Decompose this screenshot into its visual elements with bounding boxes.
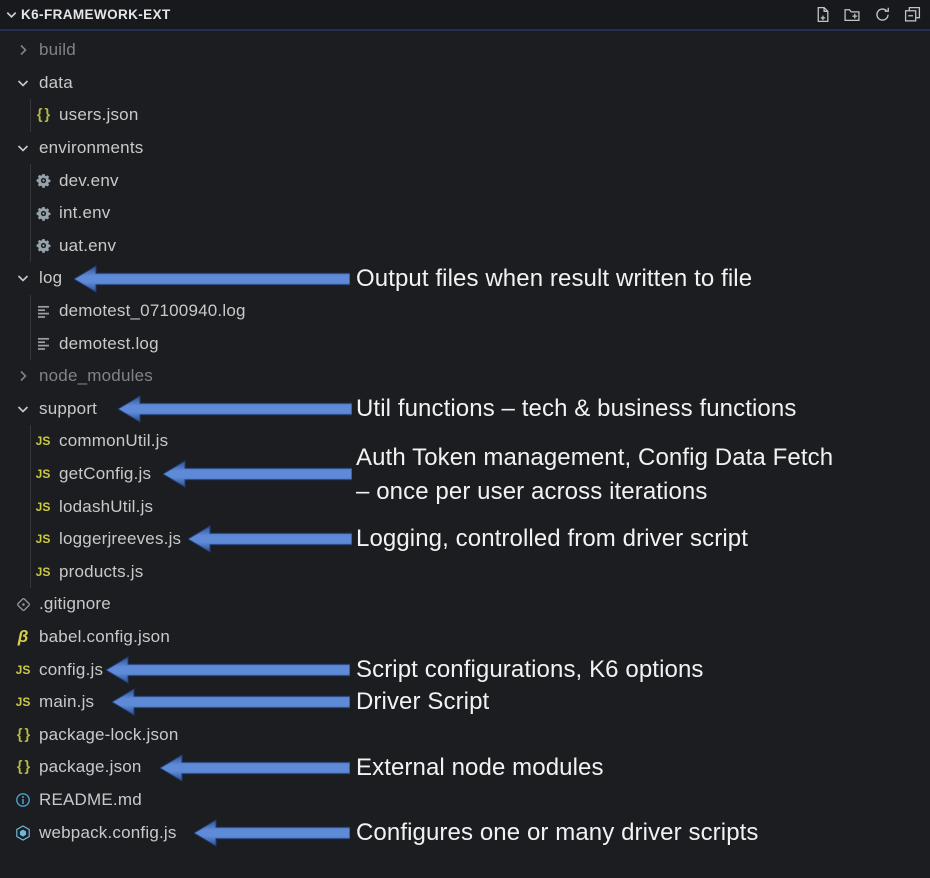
- indent-guide: [30, 522, 31, 556]
- js-icon: JS: [35, 467, 51, 482]
- tree-folder-node-modules[interactable]: node_modules: [0, 360, 930, 393]
- file-label: demotest.log: [59, 333, 159, 353]
- indent-guide: [30, 425, 31, 458]
- file-label: support: [39, 398, 98, 418]
- js-icon: JS: [15, 662, 31, 677]
- gear-icon: [32, 203, 54, 223]
- tree-folder-support[interactable]: support: [0, 393, 930, 426]
- tree-file-webpack-config-js[interactable]: webpack.config.js: [0, 816, 930, 849]
- file-label: environments: [39, 138, 144, 158]
- file-label: webpack.config.js: [39, 822, 177, 842]
- tree-file-babel-config-json[interactable]: β babel.config.json: [0, 621, 930, 654]
- json-icon: { }: [16, 726, 30, 743]
- tree-file-package-lock-json[interactable]: { } package-lock.json: [0, 718, 930, 751]
- file-label: users.json: [59, 105, 139, 125]
- indent-guide: [30, 457, 31, 491]
- indent-guide: [30, 229, 31, 263]
- tree-file-dev-env[interactable]: dev.env: [0, 164, 930, 197]
- tree-file-main-js[interactable]: JS main.js: [0, 686, 930, 719]
- tree-file-readme-md[interactable]: README.md: [0, 784, 930, 817]
- file-label: package-lock.json: [39, 724, 179, 744]
- file-label: dev.env: [59, 170, 119, 190]
- js-icon: JS: [15, 695, 31, 710]
- js-icon: JS: [35, 499, 51, 514]
- file-label: products.js: [59, 561, 144, 581]
- git-icon: [12, 594, 34, 614]
- tree-file-uat-env[interactable]: uat.env: [0, 229, 930, 263]
- explorer-toolbar: [812, 5, 922, 25]
- tree-folder-data[interactable]: data: [0, 67, 930, 100]
- chevron-down-icon: [12, 268, 34, 288]
- file-label: .gitignore: [39, 594, 111, 614]
- file-label: data: [39, 72, 73, 92]
- file-tree: build data { } users.json environments dev.en…: [0, 34, 930, 849]
- webpack-icon: [12, 823, 34, 843]
- new-folder-button[interactable]: [842, 5, 862, 25]
- tree-folder-build[interactable]: build: [0, 34, 930, 67]
- tree-file-demotest-07100940-log[interactable]: demotest_07100940.log: [0, 294, 930, 328]
- tree-file-gitignore[interactable]: .gitignore: [0, 588, 930, 621]
- explorer-section-header[interactable]: K6-FRAMEWORK-EXT: [0, 0, 930, 31]
- chevron-down-icon: [12, 73, 34, 93]
- file-label: commonUtil.js: [59, 431, 169, 451]
- chevron-down-icon: [4, 7, 19, 22]
- refresh-button[interactable]: [872, 5, 892, 25]
- file-label: main.js: [39, 692, 95, 712]
- file-label: int.env: [59, 203, 111, 223]
- file-label: uat.env: [59, 235, 117, 255]
- file-label: build: [39, 40, 76, 60]
- json-icon: { }: [16, 759, 30, 776]
- tree-file-getconfig-js[interactable]: JS getConfig.js: [0, 457, 930, 491]
- file-label: package.json: [39, 757, 142, 777]
- chevron-right-icon: [12, 366, 34, 386]
- tree-file-products-js[interactable]: JS products.js: [0, 555, 930, 589]
- chevron-down-icon: [12, 138, 34, 158]
- collapse-all-button[interactable]: [902, 5, 922, 25]
- tree-file-int-env[interactable]: int.env: [0, 196, 930, 230]
- info-icon: [12, 790, 34, 810]
- indent-guide: [30, 164, 31, 197]
- tree-file-package-json[interactable]: { } package.json: [0, 751, 930, 784]
- file-label: getConfig.js: [59, 464, 152, 484]
- file-label: loggerjreeves.js: [59, 529, 182, 549]
- file-label: demotest_07100940.log: [59, 301, 246, 321]
- tree-folder-environments[interactable]: environments: [0, 132, 930, 165]
- chevron-down-icon: [12, 399, 34, 419]
- file-label: README.md: [39, 789, 142, 809]
- js-icon: JS: [35, 532, 51, 547]
- indent-guide: [30, 490, 31, 523]
- gear-icon: [32, 171, 54, 191]
- file-label: config.js: [39, 659, 104, 679]
- chevron-right-icon: [12, 40, 34, 60]
- tree-folder-log[interactable]: log: [0, 262, 930, 295]
- gear-icon: [32, 236, 54, 256]
- babel-icon: β: [17, 627, 29, 647]
- indent-guide: [30, 327, 31, 360]
- file-label: babel.config.json: [39, 626, 170, 646]
- js-icon: JS: [35, 564, 51, 579]
- tree-file-demotest-log[interactable]: demotest.log: [0, 327, 930, 360]
- file-label: lodashUtil.js: [59, 496, 154, 516]
- json-icon: { }: [36, 107, 50, 124]
- file-label: node_modules: [39, 366, 153, 386]
- log-icon: [32, 334, 54, 354]
- indent-guide: [30, 555, 31, 589]
- tree-file-config-js[interactable]: JS config.js: [0, 653, 930, 686]
- tree-file-loggerjreeves-js[interactable]: JS loggerjreeves.js: [0, 522, 930, 556]
- log-icon: [32, 301, 54, 321]
- indent-guide: [30, 99, 31, 132]
- file-label: log: [39, 268, 63, 288]
- tree-file-commonutil-js[interactable]: JS commonUtil.js: [0, 425, 930, 458]
- project-title: K6-FRAMEWORK-EXT: [21, 7, 171, 22]
- js-icon: JS: [35, 434, 51, 449]
- tree-file-users-json[interactable]: { } users.json: [0, 99, 930, 132]
- new-file-button[interactable]: [812, 5, 832, 25]
- indent-guide: [30, 294, 31, 328]
- indent-guide: [30, 196, 31, 230]
- tree-file-lodashutil-js[interactable]: JS lodashUtil.js: [0, 490, 930, 523]
